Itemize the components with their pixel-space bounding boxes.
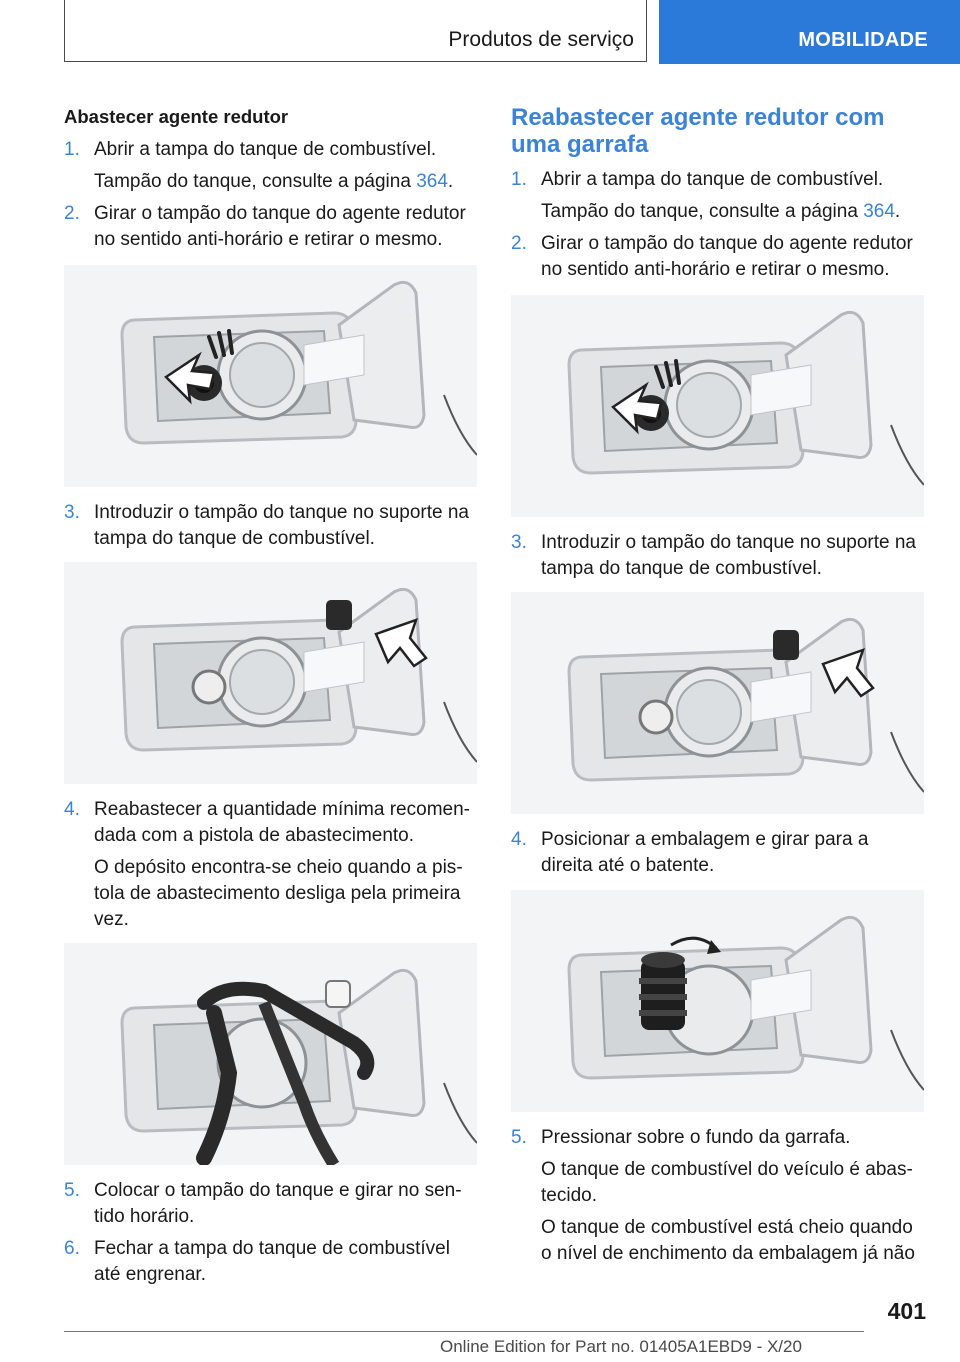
step-note: O depósito encontra-se cheio quando a pi… <box>94 857 463 930</box>
step-item: 3. Introduzir o tampão do tanque no supo… <box>511 530 924 582</box>
reference-end: . <box>447 171 454 192</box>
reference-text: Tampão do tanque, consulte a página <box>94 171 417 192</box>
edition-note: Online Edition for Part no. 01405A1EBD9 … <box>440 1337 802 1356</box>
section-title-box: Produtos de serviço <box>64 0 647 62</box>
step-text: Posicionar a embalagem e girar para a di… <box>541 829 869 876</box>
step-item: 5. Colocar o tampão do tanque e girar no… <box>64 1178 477 1230</box>
step-text: Pressionar sobre o fundo da garrafa. <box>541 1127 851 1148</box>
step-text: Introduzir o tampão do tanque no suporte… <box>541 532 916 579</box>
page-header: Produtos de serviço MOBILIDADE <box>64 0 960 64</box>
figure-cap-in-holder <box>64 562 477 784</box>
step-number: 4. <box>511 829 527 850</box>
step-text: Colocar o tampão do tanque e girar no se… <box>94 1180 462 1227</box>
step-number: 3. <box>64 502 80 523</box>
step-text: Abrir a tampa do tanque de combustível. <box>94 139 437 160</box>
step-number: 2. <box>64 203 80 224</box>
step-item: 1. Abrir a tampa do tanque de combustíve… <box>511 167 924 193</box>
figure-refuel-nozzle <box>64 943 477 1165</box>
page-reference-link[interactable]: 364 <box>863 201 895 222</box>
reference-text: Tampão do tanque, consulte a página <box>541 201 864 222</box>
step-text: Reabastecer a quantidade mínima recomen­… <box>94 799 470 846</box>
step-item: 1. Abrir a tampa do tanque de combustíve… <box>64 137 477 163</box>
step-text: Girar o tampão do tanque do agente redut… <box>541 233 913 280</box>
fuel-filler-illustration <box>511 592 924 814</box>
step-number: 3. <box>511 532 527 553</box>
step-item: 3. Introduzir o tampão do tanque no supo… <box>64 500 477 552</box>
step-item: 6. Fechar a tampa do tanque de combustív… <box>64 1236 477 1288</box>
step-text: Abrir a tampa do tanque de combustível. <box>541 169 884 190</box>
page-number: 401 <box>887 1298 926 1324</box>
footer-divider <box>64 1331 864 1332</box>
cross-reference: Tampão do tanque, consulte a página 364. <box>94 169 477 195</box>
step-number: 5. <box>64 1180 80 1201</box>
figure-remove-cap <box>511 295 924 517</box>
step-note: O tanque de combustível do veículo é aba… <box>541 1159 913 1206</box>
page-reference-link[interactable]: 364 <box>416 171 448 192</box>
fuel-filler-illustration <box>511 295 924 517</box>
step-item: 2. Girar o tampão do tanque do agente re… <box>511 231 924 283</box>
step-item: 4. Posicionar a embalagem e girar para a… <box>511 827 924 879</box>
step-number: 1. <box>511 169 527 190</box>
chapter-tab-label: MOBILIDADE <box>798 29 928 51</box>
section-title: Produtos de serviço <box>448 28 634 51</box>
fuel-filler-illustration <box>64 943 477 1165</box>
step-number: 4. <box>64 799 80 820</box>
step-number: 6. <box>64 1238 80 1259</box>
step-number: 2. <box>511 233 527 254</box>
reference-end: . <box>894 201 901 222</box>
figure-bottle-attach <box>511 890 924 1112</box>
step-text: Introduzir o tampão do tanque no suporte… <box>94 502 469 549</box>
section-heading: Abastecer agente redutor <box>64 106 289 127</box>
section-heading: Reabastecer agente redutor com uma garra… <box>511 104 885 158</box>
step-text: Fechar a tampa do tanque de combustível … <box>94 1238 450 1285</box>
figure-cap-in-holder <box>511 592 924 814</box>
step-number: 1. <box>64 139 80 160</box>
chapter-tab[interactable]: MOBILIDADE <box>659 0 960 64</box>
step-item: 4. Reabastecer a quantidade mínima recom… <box>64 797 477 849</box>
step-item: 2. Girar o tampão do tanque do agente re… <box>64 201 477 253</box>
figure-remove-cap <box>64 265 477 487</box>
step-item: 5. Pressionar sobre o fundo da garrafa. <box>511 1125 924 1151</box>
fuel-filler-illustration <box>64 265 477 487</box>
fuel-filler-illustration <box>64 562 477 784</box>
step-number: 5. <box>511 1127 527 1148</box>
fuel-filler-illustration <box>511 890 924 1112</box>
cross-reference: Tampão do tanque, consulte a página 364. <box>541 199 924 225</box>
step-text: Girar o tampão do tanque do agente redut… <box>94 203 466 250</box>
step-note: O tanque de combustível está cheio quand… <box>541 1217 915 1264</box>
